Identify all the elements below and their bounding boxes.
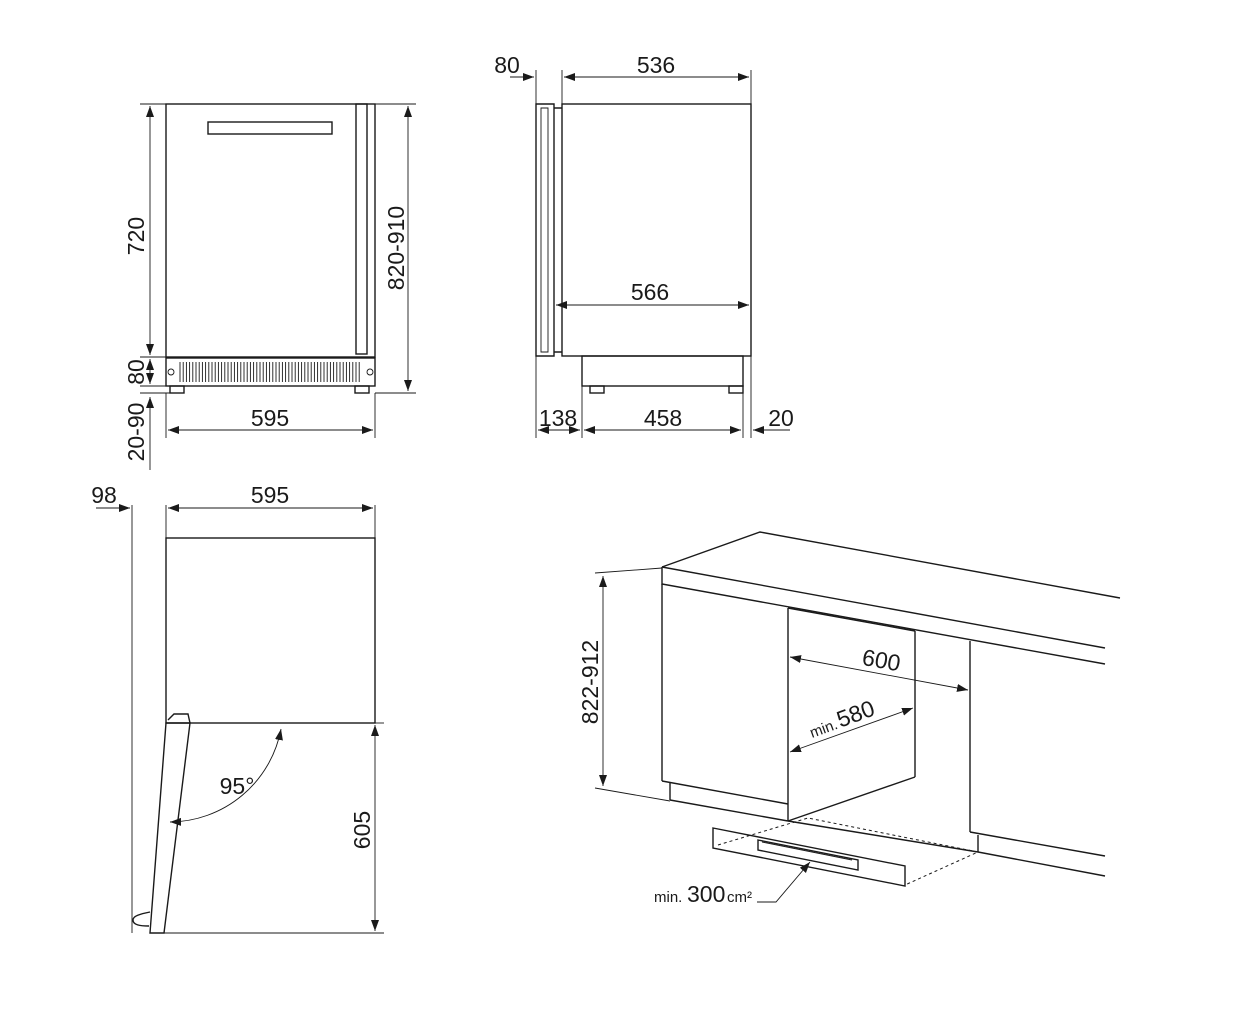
vent-leader-line <box>757 861 811 903</box>
open-door-handle <box>132 911 151 927</box>
label-566: 566 <box>631 279 669 305</box>
label-820-910: 820-910 <box>383 206 409 290</box>
side-body <box>561 103 752 357</box>
label-458: 458 <box>644 405 682 431</box>
plinth-grille <box>179 362 360 382</box>
dim-line-600 <box>789 655 969 692</box>
niche-back-left <box>787 607 916 632</box>
display-panel <box>207 121 333 135</box>
label-138: 138 <box>539 405 577 431</box>
label-536: 536 <box>637 52 675 78</box>
label-98: 98 <box>91 482 117 508</box>
plinth-screw-right <box>366 368 374 376</box>
vent-grille <box>712 827 906 887</box>
foot-right <box>354 385 370 394</box>
label-min-580-prefix: min. <box>808 716 840 742</box>
label-20-90: 20-90 <box>123 403 149 462</box>
side-foot-rear <box>728 385 744 394</box>
top-view: 98 595 95° 605 <box>91 482 384 934</box>
label-vent-value: 300 <box>687 881 725 907</box>
top-body <box>165 537 376 724</box>
label-80-plinth: 80 <box>123 359 149 385</box>
label-min-580-value: 580 <box>833 695 878 733</box>
label-vent-prefix: min. <box>654 889 682 906</box>
side-plinth <box>581 355 744 387</box>
appliance-front-body <box>165 103 376 358</box>
side-foot-front <box>589 385 605 394</box>
installation-view: 822-912 600 min. 580 min. 300 cm² <box>577 531 1121 907</box>
label-595-top: 595 <box>251 482 289 508</box>
side-door <box>535 103 555 357</box>
side-door-inner <box>540 107 549 353</box>
floor-dashed-outline <box>717 817 980 886</box>
label-595-front: 595 <box>251 405 289 431</box>
open-door <box>149 722 191 934</box>
door-handle <box>355 103 368 355</box>
label-20-rear: 20 <box>768 405 794 431</box>
worktop-top <box>661 531 1121 599</box>
label-80-door: 80 <box>494 52 520 78</box>
label-95-degrees: 95° <box>220 773 255 799</box>
vent-opening <box>757 839 859 871</box>
swing-arc <box>169 728 283 826</box>
label-vent-unit: cm² <box>727 889 752 906</box>
label-822-912: 822-912 <box>577 640 603 724</box>
plinth-screw-left <box>167 368 175 376</box>
front-view: 720 80 20-90 820-910 595 <box>123 103 416 470</box>
side-door-gasket <box>554 107 562 353</box>
side-view: 80 536 566 138 458 20 <box>494 52 794 438</box>
label-605: 605 <box>349 811 375 849</box>
label-min-580: min. 580 <box>808 695 878 742</box>
dim-line-min-580 <box>789 707 914 753</box>
label-vent-area: min. 300 cm² <box>654 881 752 907</box>
door-hinge <box>167 713 191 724</box>
ventilation-plinth <box>165 357 376 387</box>
foot-left <box>169 385 185 394</box>
label-720: 720 <box>123 217 149 255</box>
